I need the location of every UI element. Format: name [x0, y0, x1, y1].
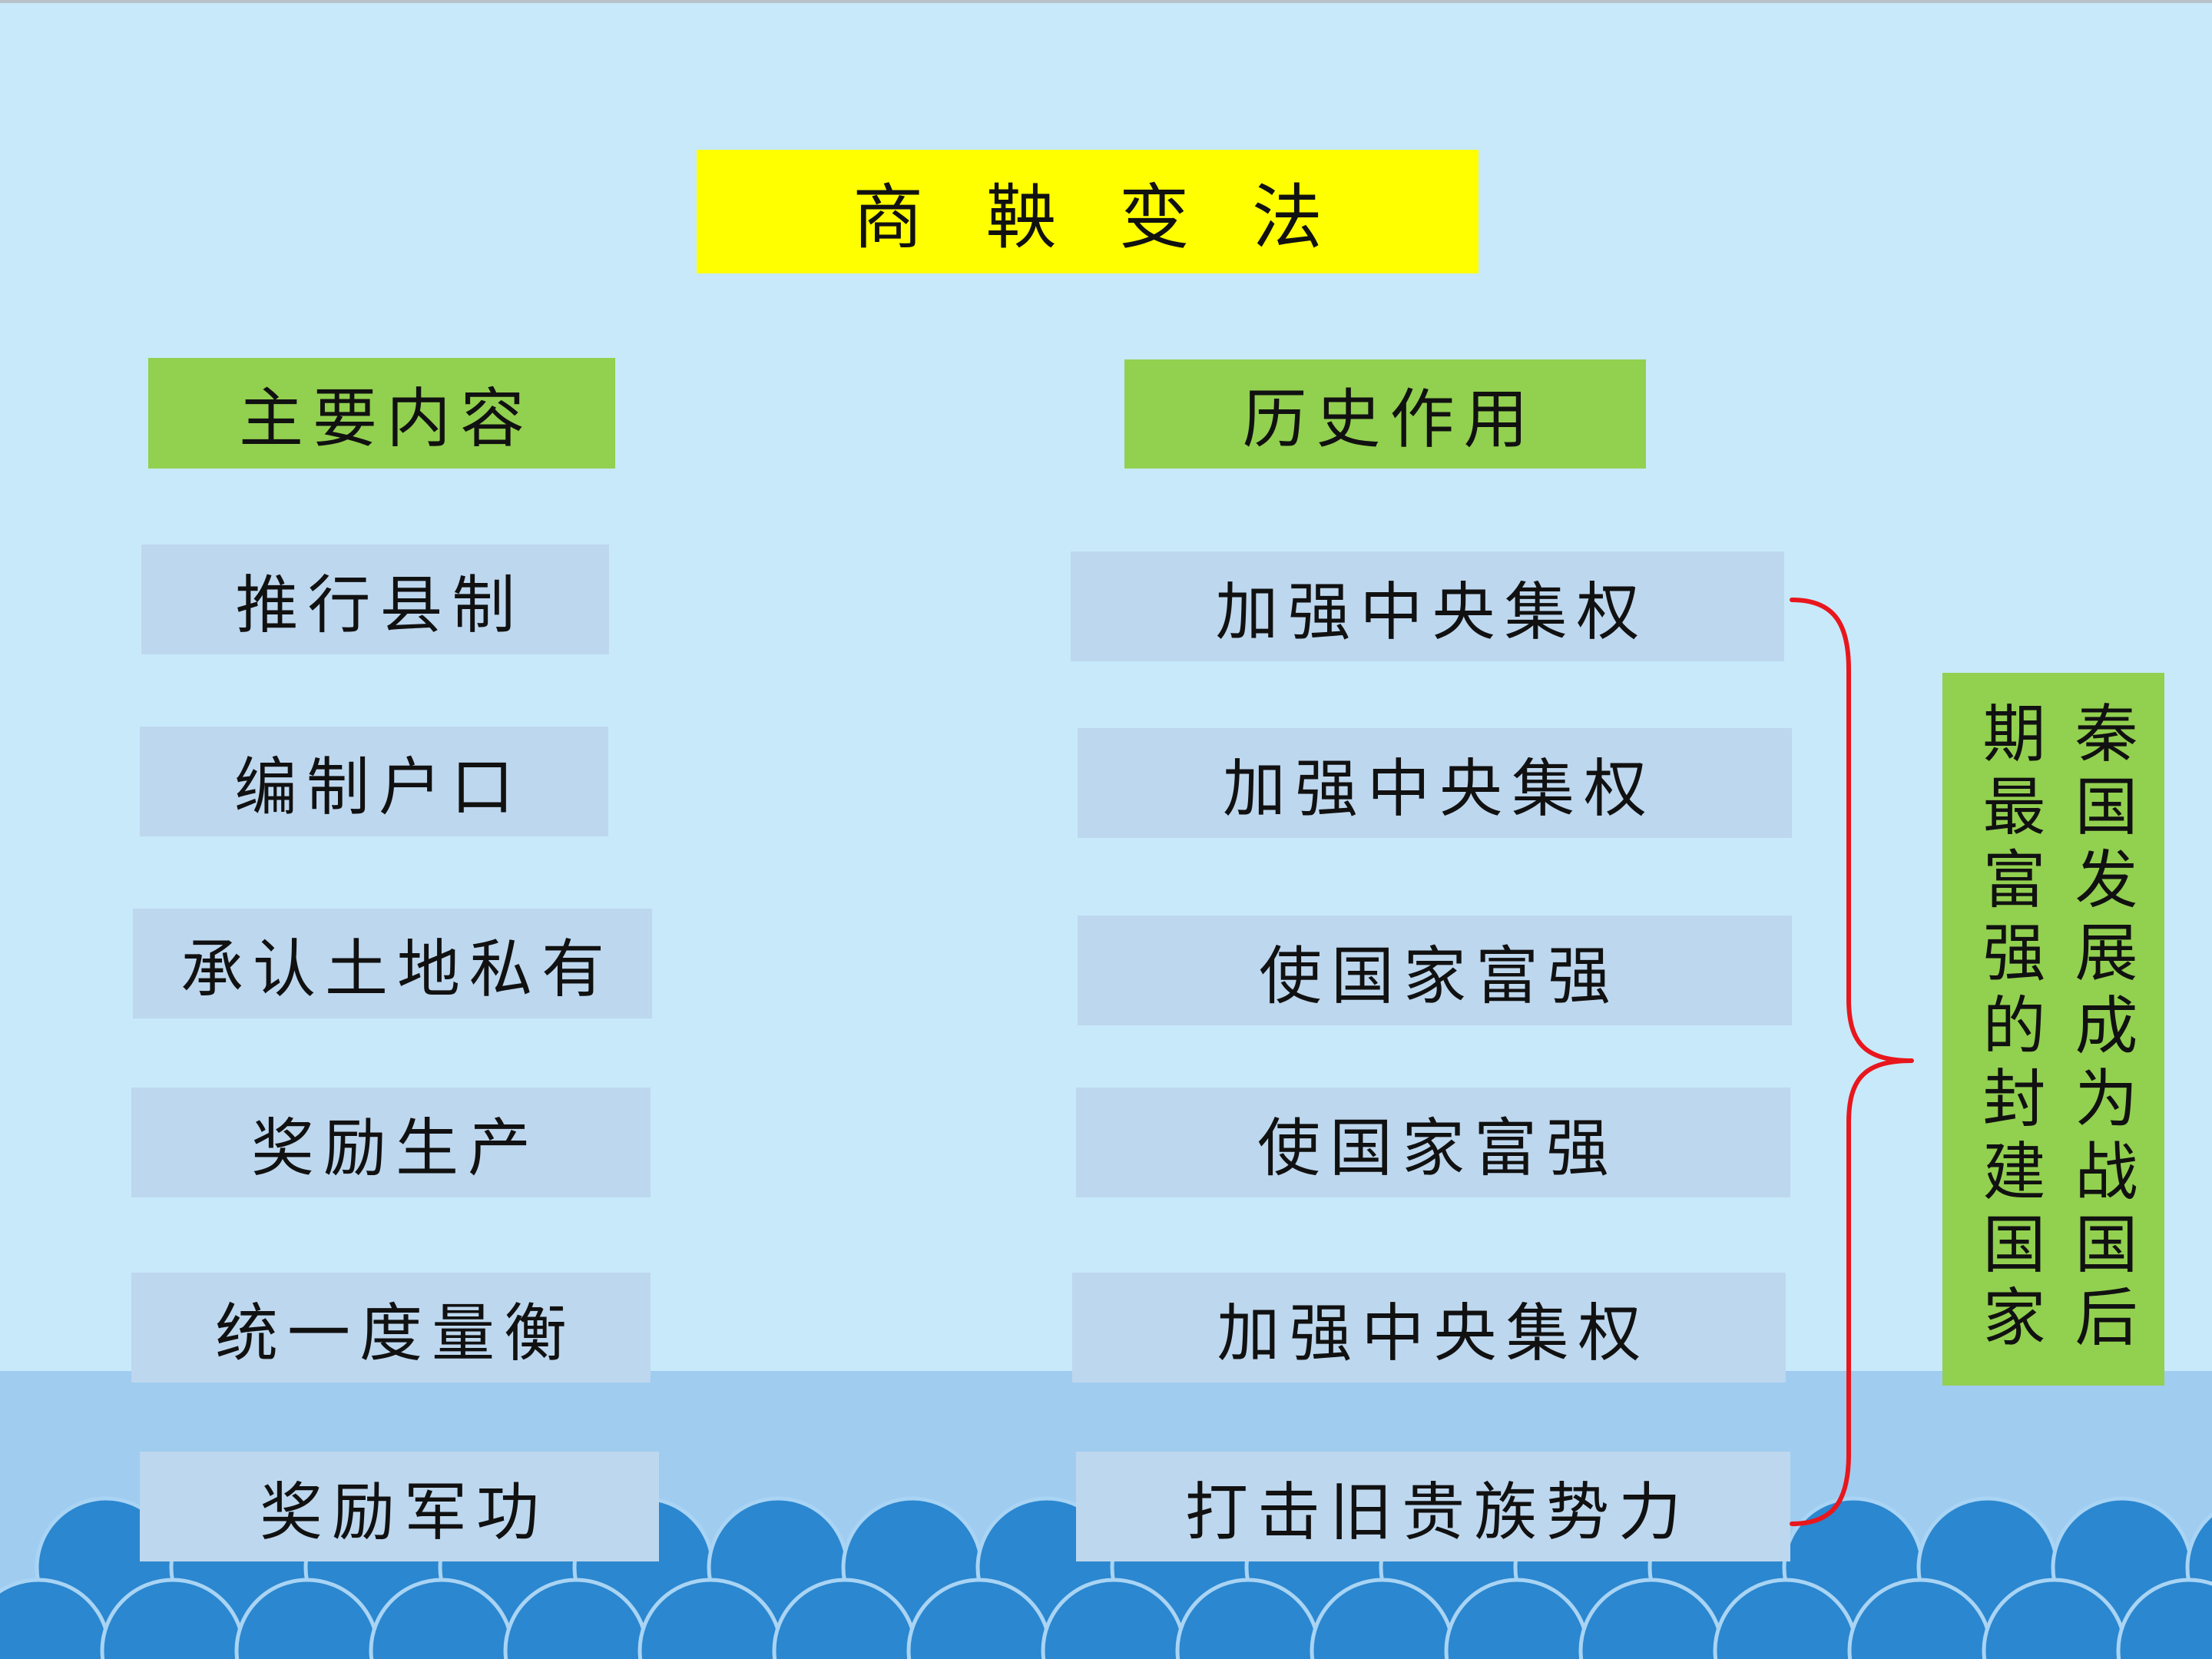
- content-item-label: 奖励生产: [250, 1112, 540, 1185]
- content-item-label: 编制户口: [233, 751, 523, 824]
- effect-item: 使国家富强: [1078, 916, 1792, 1025]
- effect-item-label: 加强中央集权: [1222, 753, 1656, 826]
- effect-item: 使国家富强: [1076, 1088, 1790, 1197]
- effect-item-label: 加强中央集权: [1215, 576, 1649, 649]
- content-item-label: 奖励军功: [259, 1476, 548, 1549]
- effect-item-label: 使国家富强: [1258, 940, 1620, 1013]
- page-title: 商 鞅 变 法: [853, 177, 1343, 259]
- content-item: 奖励军功: [140, 1452, 659, 1561]
- content-item: 统一度量衡: [131, 1273, 651, 1382]
- effect-item-label: 打击旧贵族势力: [1184, 1476, 1690, 1549]
- summary-line: 期最富强的封建国家: [1972, 700, 2045, 1357]
- content-item-label: 承认土地私有: [180, 933, 614, 1006]
- header-main-content-label: 主要内容: [238, 380, 534, 456]
- summary-line: 秦国发展成为战国后: [2064, 700, 2137, 1357]
- content-item: 推行县制: [141, 545, 609, 654]
- effect-item: 加强中央集权: [1072, 1273, 1786, 1382]
- title-box: 商 鞅 变 法: [697, 150, 1479, 273]
- header-main-content: 主要内容: [148, 358, 615, 469]
- effect-item-label: 使国家富强: [1257, 1112, 1618, 1185]
- effect-item: 加强中央集权: [1071, 551, 1784, 661]
- effect-item-label: 加强中央集权: [1217, 1297, 1651, 1370]
- top-divider: [0, 0, 2212, 3]
- effect-item: 打击旧贵族势力: [1076, 1452, 1790, 1561]
- header-historical-effect: 历史作用: [1124, 359, 1646, 469]
- header-historical-effect-label: 历史作用: [1242, 381, 1538, 457]
- content-item-label: 统一度量衡: [214, 1297, 576, 1370]
- summary-box: 秦国发展成为战国后 期最富强的封建国家: [1942, 673, 2164, 1386]
- content-item: 奖励生产: [131, 1088, 651, 1197]
- effect-item: 加强中央集权: [1078, 728, 1792, 838]
- content-item: 编制户口: [140, 727, 608, 836]
- content-item: 承认土地私有: [133, 909, 652, 1018]
- wave-circle: [2116, 1578, 2212, 1659]
- content-item-label: 推行县制: [235, 569, 525, 642]
